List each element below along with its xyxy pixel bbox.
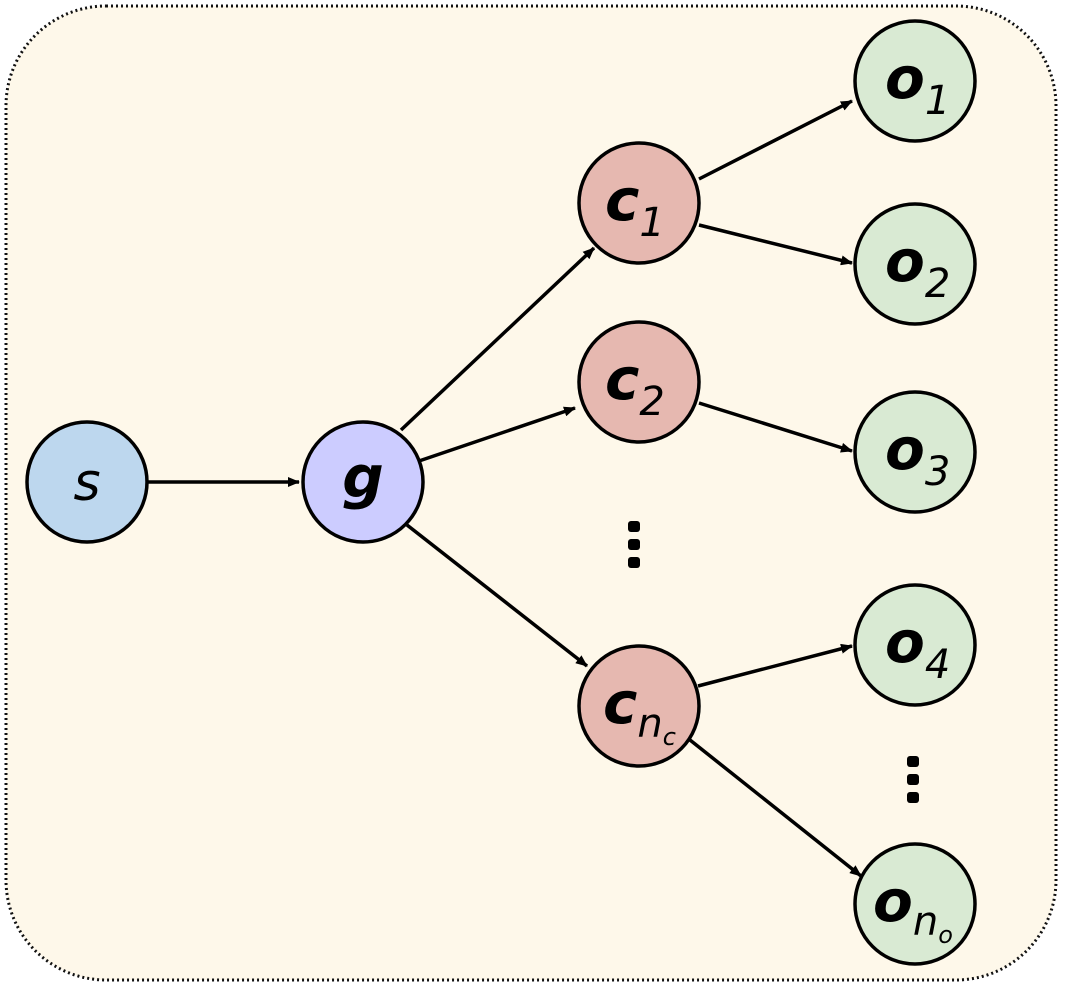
svg-text:o2: o2 [885,227,950,307]
svg-text:g: g [342,443,384,511]
node-o3: o3 [853,390,977,514]
edge-c1-o1 [698,99,853,181]
svg-text:o3: o3 [885,415,950,495]
node-s-label: s [73,453,100,513]
node-c2: c2 [577,320,701,444]
node-o2-sub: 2 [925,261,950,307]
node-g-label: g [342,443,384,511]
svg-text:s: s [73,453,100,513]
svg-text:c2: c2 [605,345,665,425]
o-column-ellipsis [907,756,919,803]
node-c1: c1 [577,141,701,265]
node-o4: o4 [853,583,977,707]
svg-text:cnc: cnc [603,669,676,751]
node-o3-main: o [885,415,925,483]
node-c2-sub: 2 [639,379,664,425]
node-o1: o1 [853,19,977,143]
node-o3-sub: 3 [925,449,950,495]
node-on-subsub: o [938,921,953,949]
edge-cn-on [688,738,863,878]
node-c1-main: c [605,166,639,234]
node-on-sub: n [913,899,938,945]
node-cn-subsub: c [663,723,676,751]
node-c2-main: c [605,345,639,413]
node-o2-main: o [885,227,925,295]
node-on-main: o [873,867,913,935]
node-on: ono [853,842,977,966]
node-o1-main: o [885,44,925,112]
edge-g-c2 [418,406,576,463]
node-c1-sub: 1 [639,200,664,246]
node-o4-sub: 4 [925,642,950,688]
node-o2: o2 [853,202,977,326]
node-g: g [301,420,425,544]
node-cn: cnc [577,644,701,768]
node-cn-sub: n [637,701,662,747]
c-column-ellipsis [628,521,640,568]
svg-text:c1: c1 [605,166,665,246]
edge-c2-o3 [698,401,853,453]
edge-g-cn [405,523,589,668]
node-s: s [25,420,149,544]
edge-c1-o2 [698,223,853,266]
svg-text:ono: ono [873,867,953,949]
svg-text:o1: o1 [885,44,950,124]
node-o4-main: o [885,608,925,676]
edge-cn-o4 [697,643,853,688]
node-o1-sub: 1 [925,78,950,124]
edge-g-c1 [399,246,596,432]
node-cn-main: c [603,669,637,737]
svg-text:o4: o4 [885,608,950,688]
